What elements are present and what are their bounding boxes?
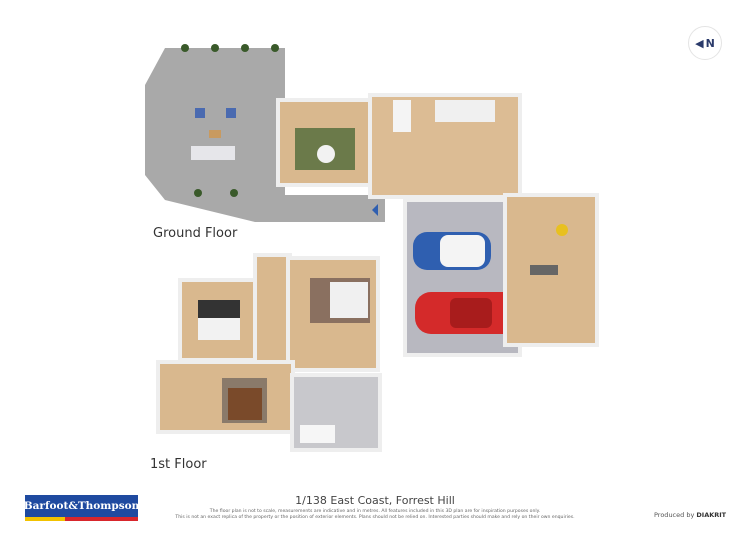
- disclaimer-line-2: This is not an exact replica of the prop…: [175, 515, 575, 520]
- first-floor-label: 1st Floor: [150, 457, 207, 472]
- outdoor-chair: [226, 108, 236, 118]
- outdoor-chair: [195, 108, 205, 118]
- producer-name: DIAKRIT: [696, 511, 727, 519]
- compass: ◀ N: [688, 26, 722, 60]
- property-address: 1/138 East Coast, Forrest Hill: [295, 494, 455, 507]
- plant-icons: [181, 44, 279, 197]
- producer-credit: Produced by DIAKRIT: [654, 511, 727, 519]
- terrace: [145, 48, 385, 222]
- outdoor-table: [209, 130, 221, 138]
- ground-floor-label: Ground Floor: [153, 226, 238, 241]
- dining-table: [393, 100, 411, 132]
- kitchen-bench: [435, 100, 495, 122]
- north-arrow-icon: ◀: [695, 36, 704, 50]
- disclaimer-line-1: The floor plan is not to scale, measurem…: [209, 509, 541, 514]
- entry-arrow-icon: [372, 204, 378, 216]
- outdoor-sofa: [191, 146, 235, 160]
- barfoot-thompson-logo: Barfoot&Thompson: [24, 495, 139, 521]
- compass-label: N: [705, 36, 715, 50]
